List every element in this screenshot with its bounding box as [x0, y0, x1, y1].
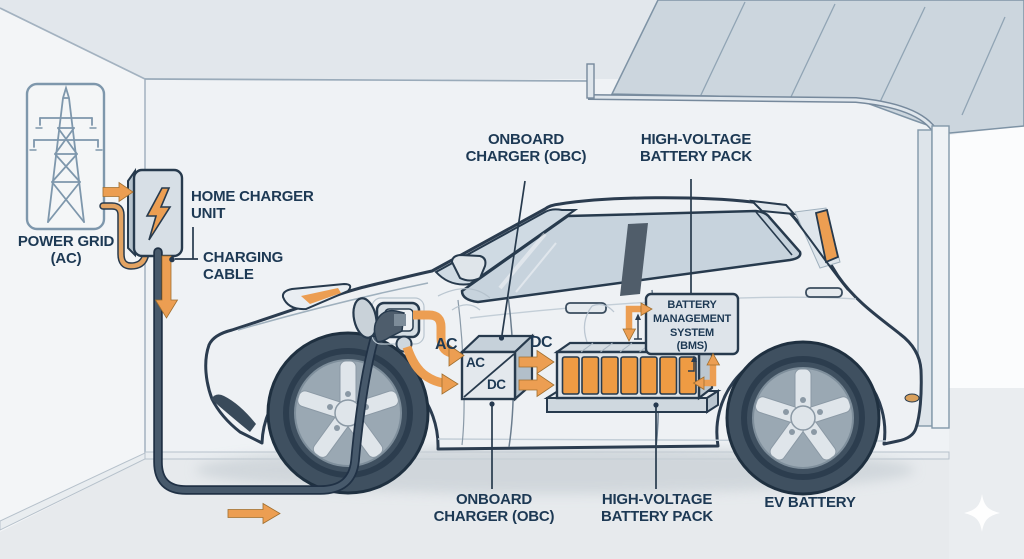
- cable-down-arrow: [154, 255, 179, 319]
- bms-left-arrow-head-down: [622, 328, 637, 342]
- hatch-edge-line: [789, 212, 849, 291]
- bms-right-arrow-head-left: [692, 376, 705, 391]
- hv-bottom-leader-dot: [653, 402, 659, 408]
- battery-tray-side: [706, 389, 719, 414]
- front-bumper-intake: [211, 394, 256, 432]
- wall-top-edge: [144, 78, 591, 82]
- floor-flow-arrow: [227, 502, 281, 525]
- dc-arrow-2: [518, 372, 555, 398]
- flow-arrows: [102, 181, 721, 525]
- bms-left-arrow: [625, 305, 644, 331]
- grid-to-charger-arrow: [102, 181, 134, 203]
- powertrain: [459, 292, 740, 414]
- ceiling-corner-line: [0, 7, 146, 80]
- home-charger-unit: [127, 167, 184, 258]
- ac-curved-arrow-1: [413, 310, 453, 358]
- sense-wire-arrowhead-1: [635, 313, 641, 320]
- door-jamb-inner: [931, 125, 950, 429]
- hood-crease: [237, 282, 429, 331]
- car: [204, 196, 923, 496]
- side-mirror: [450, 253, 487, 282]
- bms-label: BATTERY MANAGEMENT SYSTEM (BMS): [652, 299, 732, 353]
- b-pillar: [620, 223, 648, 296]
- power-grid-label: POWER GRID (AC): [17, 233, 115, 268]
- rear-wheel: [725, 340, 881, 496]
- obc-top-leader-dot: [498, 335, 505, 341]
- home-charger-label: HOME CHARGER UNIT: [191, 188, 314, 223]
- bms-left-arrow-head-right: [640, 302, 653, 317]
- garage-door: [586, 0, 1024, 429]
- front-door-handle: [565, 302, 607, 314]
- ac-curved-arrow-2: [402, 345, 444, 388]
- doorway-opening: [949, 126, 1024, 388]
- charging-cable-core: [155, 249, 377, 493]
- ac-curved-arrow-2-head: [441, 373, 459, 395]
- dc-flow-label: DC: [529, 334, 553, 351]
- door-track-bracket: [586, 63, 595, 99]
- charging-cable-leader-dot: [169, 256, 175, 263]
- supply-cable: [100, 203, 150, 269]
- port-lid: [352, 297, 378, 339]
- obc-top-leader: [501, 180, 526, 336]
- charge-port-and-plug: [352, 297, 425, 353]
- obc-bottom-leader-dot: [489, 401, 495, 407]
- plug-nozzle: [394, 314, 406, 326]
- charging-cable-leader: [175, 227, 198, 260]
- ac-flow-label: AC: [434, 336, 458, 353]
- charging-cable-label: CHARGING CABLE: [203, 249, 284, 284]
- rear-wheel-spokes: [754, 368, 852, 461]
- battery-cells: [561, 356, 697, 395]
- exterior-ground: [949, 386, 1024, 559]
- ev-battery-label: EV BATTERY: [764, 494, 856, 511]
- ac-curved-arrow-1-head: [448, 344, 465, 367]
- leader-lines: [169, 179, 692, 489]
- battery-tray: [546, 397, 708, 413]
- obc-top-label: ONBOARD CHARGER (OBC): [465, 131, 587, 166]
- window-reflections: [498, 232, 557, 293]
- door-panel-seams: [699, 1, 1006, 116]
- charging-cable-graphic: [153, 247, 379, 495]
- bms-right-arrow: [701, 363, 717, 387]
- obc-box-dc-label: DC: [487, 377, 506, 392]
- rear-wheel-lugs: [783, 397, 823, 435]
- obc-box-ac-label: AC: [466, 355, 485, 370]
- power-pylon-icon: [29, 84, 103, 223]
- front-wheel: [266, 331, 430, 495]
- bms-right-arrow-head-up: [706, 352, 721, 366]
- sparkle-icon: [964, 494, 1000, 532]
- power-grid: [25, 82, 106, 231]
- hv-battery-top-label: HIGH-VOLTAGE BATTERY PACK: [639, 131, 753, 166]
- hv-battery-bottom-label: HIGH-VOLTAGE BATTERY PACK: [600, 491, 714, 526]
- obc-diagonal: [463, 353, 515, 398]
- obc-bottom-label: ONBOARD CHARGER (OBC): [433, 491, 555, 526]
- rear-door-handle: [805, 287, 843, 298]
- rear-spoiler: [749, 199, 797, 216]
- dc-arrow-1: [518, 349, 555, 375]
- sense-wire-arrowhead-2: [691, 355, 697, 362]
- headlight-accent: [301, 288, 341, 304]
- grid-supply-cable: [99, 202, 151, 270]
- lightning-bolt-icon: [145, 187, 172, 241]
- power-grid-frame: [25, 82, 106, 231]
- c-pillar-line: [755, 211, 793, 256]
- bms-sense-wires: [634, 317, 695, 372]
- bms-box: [644, 292, 740, 356]
- tail-light: [814, 208, 840, 264]
- rear-reflector: [904, 393, 920, 403]
